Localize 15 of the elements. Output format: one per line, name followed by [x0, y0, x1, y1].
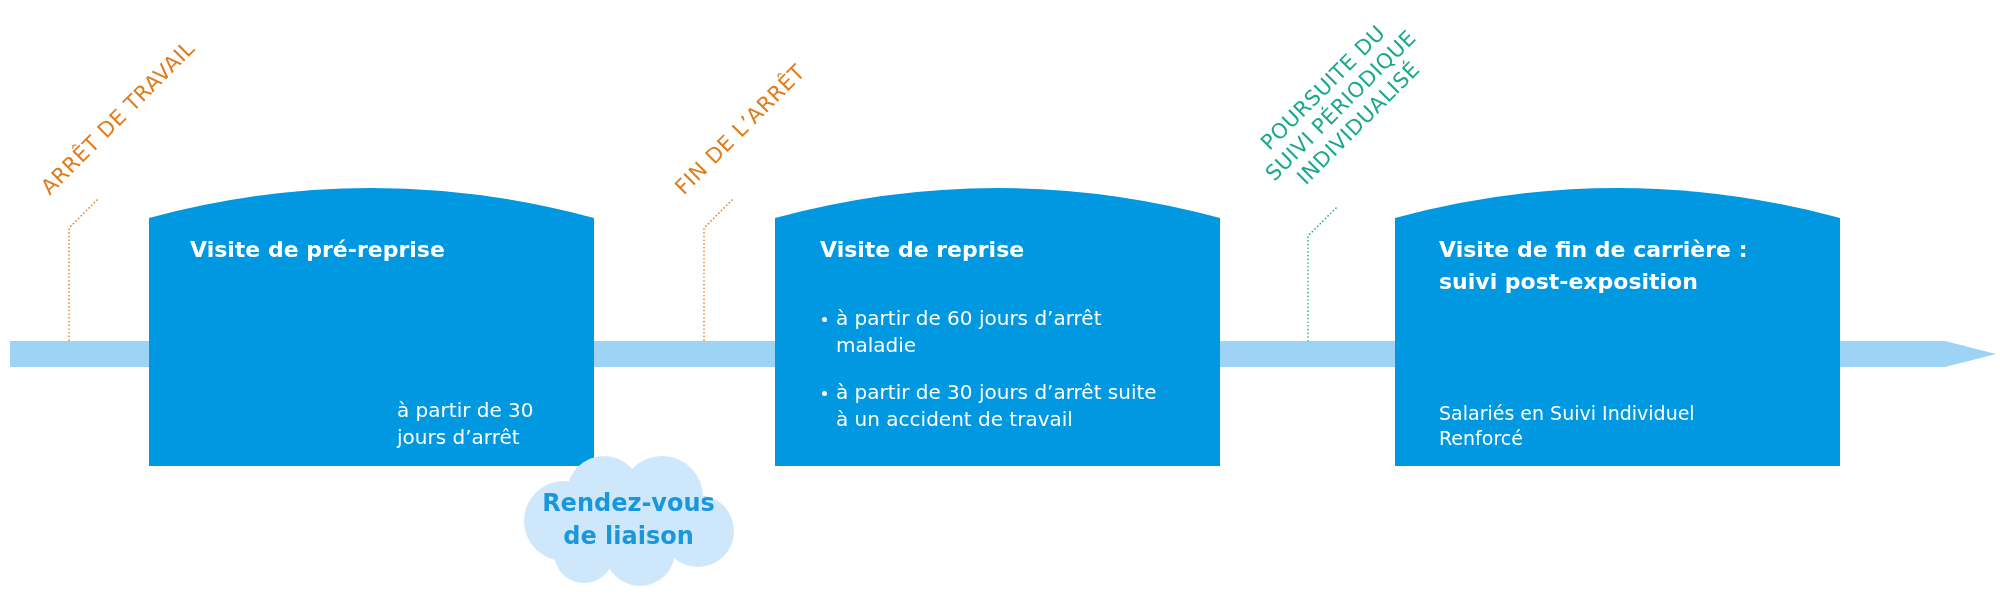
leader-line — [1307, 207, 1337, 342]
visit-title: Visite de pré-reprise — [190, 236, 446, 264]
visit-card — [149, 188, 594, 466]
leader-line — [68, 199, 98, 342]
visit-title: Visite de fin de carrière : suivi post-exposition — [1439, 236, 1749, 296]
bullet-point-text: à partir de 30 jours d’arrêt suite à un accident de travail — [822, 379, 1172, 433]
bullet-point-text: à partir de 60 jours d’arrêt maladie — [822, 305, 1172, 359]
visit-title: Visite de reprise — [820, 236, 1026, 264]
condition-text: à partir de 30 jours d’arrêt — [397, 397, 535, 451]
visit-card — [775, 188, 1220, 466]
visit-card — [1395, 188, 1840, 466]
condition-text: Salariés en Suivi Individuel Renforcé — [1439, 401, 1696, 451]
leader-line — [703, 199, 733, 342]
cloud-shape — [522, 453, 735, 587]
cloud-label: Rendez-vous de liaison — [541, 488, 716, 552]
